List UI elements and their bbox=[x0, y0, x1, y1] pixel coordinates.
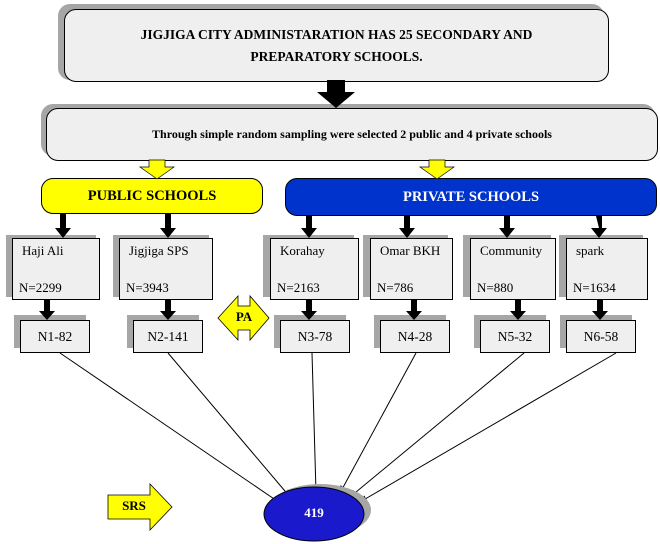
sampling-text: Through simple random sampling were sele… bbox=[152, 127, 552, 141]
sample-to-total-lines bbox=[59, 352, 617, 504]
private-schools-box: PRIVATE SCHOOLS bbox=[285, 178, 657, 216]
school-population: N=2299 bbox=[19, 280, 62, 295]
header-title: JIGJIGA CITY ADMINISTARATION HAS 25 SECO… bbox=[140, 26, 533, 64]
sample-box-n1: N1-82 bbox=[20, 320, 90, 353]
header-box: JIGJIGA CITY ADMINISTARATION HAS 25 SECO… bbox=[64, 9, 609, 82]
school-population: N=786 bbox=[377, 280, 414, 295]
sample-size: N2-141 bbox=[147, 328, 189, 344]
pa-arrow bbox=[217, 294, 270, 342]
school-population: N=880 bbox=[477, 280, 514, 295]
total-ellipse bbox=[263, 486, 365, 542]
sample-size: N1-82 bbox=[37, 328, 73, 344]
sample-box-n2: N2-141 bbox=[133, 320, 203, 353]
sample-size: N6-58 bbox=[583, 328, 619, 344]
down-arrow-header bbox=[317, 80, 355, 108]
sample-box-n4: N4-28 bbox=[380, 320, 450, 353]
sample-size: N5-32 bbox=[497, 328, 533, 344]
school-population: N=2163 bbox=[277, 280, 320, 295]
school-name: Omar BKH bbox=[380, 243, 441, 258]
down-arrow-private bbox=[418, 159, 456, 180]
school-box-jigjiga-sps: Jigjiga SPS N=3943 bbox=[119, 238, 213, 300]
school-box-spark: spark N=1634 bbox=[566, 238, 648, 300]
school-box-haji-ali: Haji Ali N=2299 bbox=[12, 238, 100, 300]
school-name: Community bbox=[480, 243, 543, 258]
category-to-school-arrows bbox=[55, 214, 607, 238]
down-arrow-public bbox=[138, 159, 176, 180]
school-population: N=3943 bbox=[126, 280, 169, 295]
pa-label: PA bbox=[235, 309, 253, 324]
school-name: Jigjiga SPS bbox=[129, 243, 189, 258]
sample-size: N3-78 bbox=[297, 328, 333, 344]
public-schools-label: PUBLIC SCHOOLS bbox=[87, 187, 217, 204]
sampling-box: Through simple random sampling were sele… bbox=[46, 108, 658, 161]
school-box-korahay: Korahay N=2163 bbox=[270, 238, 359, 300]
school-name: Korahay bbox=[280, 243, 325, 258]
private-schools-label: PRIVATE SCHOOLS bbox=[402, 188, 540, 205]
sample-size: N4-28 bbox=[397, 328, 433, 344]
school-box-omar-bkh: Omar BKH N=786 bbox=[370, 238, 453, 300]
school-population: N=1634 bbox=[573, 280, 616, 295]
srs-arrow bbox=[107, 483, 173, 531]
sample-box-n3: N3-78 bbox=[280, 320, 350, 353]
school-name: Haji Ali bbox=[22, 243, 64, 258]
srs-label: SRS bbox=[122, 498, 146, 513]
school-name: spark bbox=[576, 243, 605, 258]
public-schools-box: PUBLIC SCHOOLS bbox=[41, 178, 263, 214]
sample-box-n6: N6-58 bbox=[566, 320, 636, 353]
school-to-sample-arrows bbox=[39, 300, 608, 320]
school-box-community: Community N=880 bbox=[470, 238, 556, 300]
total-value: 419 bbox=[304, 505, 324, 520]
sample-box-n5: N5-32 bbox=[480, 320, 550, 353]
